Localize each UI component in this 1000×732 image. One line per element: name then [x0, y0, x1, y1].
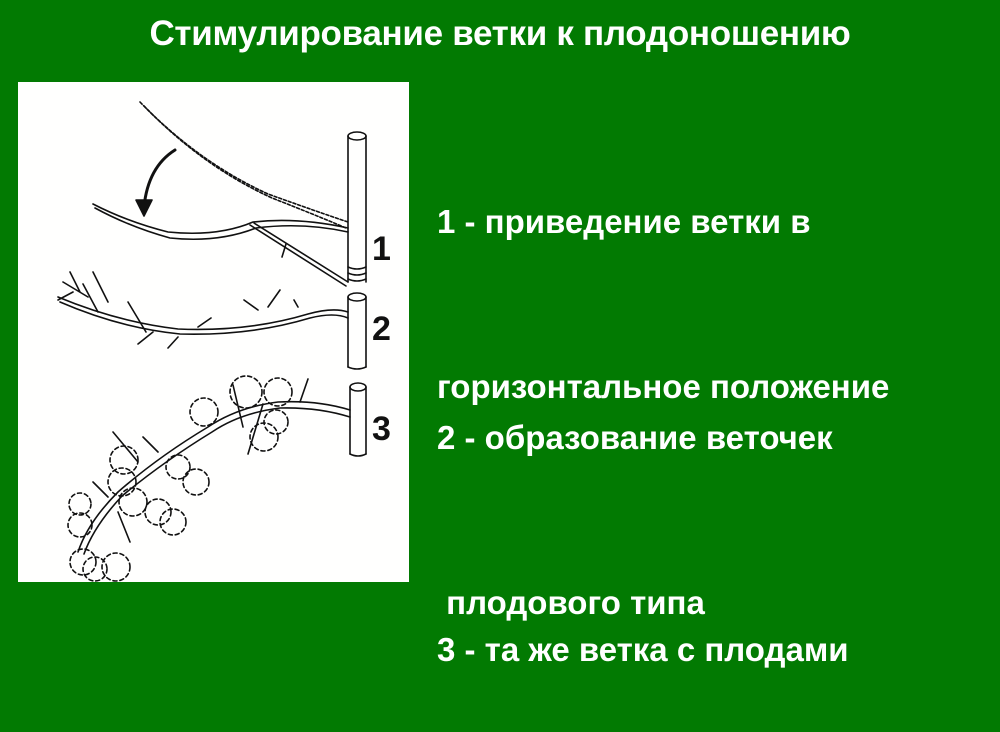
- curved-down-arrow: [135, 148, 177, 217]
- branch-illustration: [57, 101, 367, 582]
- illustration-panel: 1 2 3: [18, 82, 409, 582]
- caption-1-line-2: горизонтальное положение: [437, 368, 890, 405]
- caption-2-line-1: 2 - образование веточек: [437, 419, 833, 456]
- stage-label-3: 3: [372, 410, 391, 448]
- page-title: Стимулирование ветки к плодоношению: [149, 14, 851, 53]
- caption-stage-1: 1 - приведение ветки в горизонтальное по…: [437, 84, 889, 469]
- stage-label-1: 1: [372, 230, 391, 268]
- stage-label-2: 2: [372, 310, 391, 348]
- trunk-2: [347, 292, 367, 370]
- branch-original-dashed: [139, 101, 349, 223]
- trunk-1: [347, 131, 367, 283]
- fruit-circles: [67, 375, 293, 582]
- caption-1-line-1: 1 - приведение ветки в: [437, 203, 811, 240]
- caption-3-line-1: 3 - та же ветка с плодами: [437, 631, 849, 668]
- caption-stage-3: 3 - та же ветка с плодами: [437, 512, 849, 732]
- trunk-3: [349, 382, 367, 457]
